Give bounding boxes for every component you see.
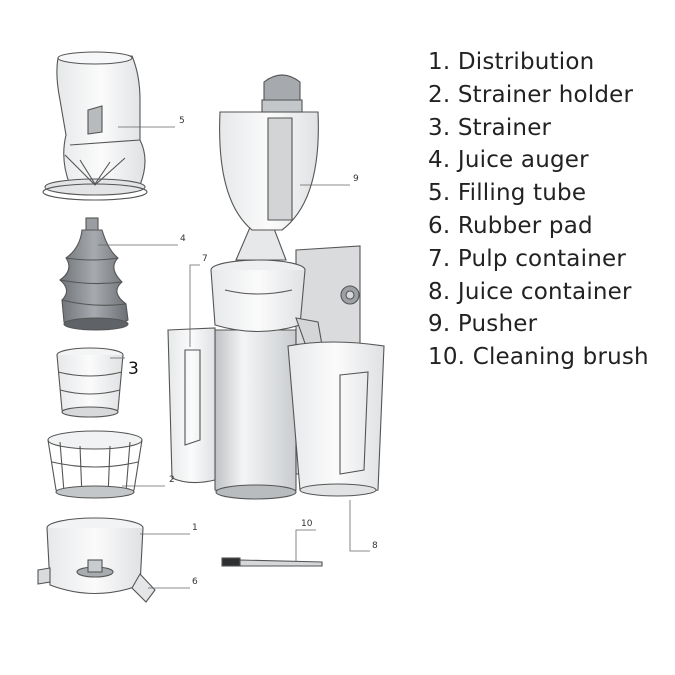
leader-10 [295, 529, 316, 562]
strainer-illustration [56, 347, 124, 418]
legend-item-strainer: 3. Strainer [428, 114, 552, 141]
callout-9: 9 [353, 174, 359, 184]
legend-item-juice-auger: 4. Juice auger [428, 147, 589, 174]
callout-4: 4 [180, 234, 186, 244]
legend-item-cleaning-brush: 10. Cleaning brush [428, 344, 649, 371]
strainer-holder-illustration [47, 430, 143, 499]
leader-7 [189, 264, 200, 347]
callout-7: 7 [202, 254, 208, 264]
callout-leaders [98, 126, 370, 589]
legend-item-rubber-pad: 6. Rubber pad [428, 212, 593, 239]
legend-item-juice-container: 8. Juice container [428, 278, 632, 305]
distribution-bowl-illustration [37, 517, 156, 603]
legend-item-filling-tube: 5. Filling tube [428, 180, 587, 207]
filling-tube-illustration [42, 51, 148, 201]
callout-3: 3 [128, 359, 139, 379]
legend-item-pulp-container: 7. Pulp container [428, 245, 626, 272]
callout-1: 1 [192, 523, 198, 533]
parts-legend: 1. Distribution 2. Strainer holder 3. St… [428, 46, 649, 374]
callout-6: 6 [192, 577, 198, 587]
legend-item-distribution: 1. Distribution [428, 49, 595, 75]
cleaning-brush-illustration [221, 557, 323, 567]
juice-auger-illustration [59, 217, 129, 331]
callout-5: 5 [179, 116, 185, 126]
legend-item-pusher: 9. Pusher [428, 311, 538, 338]
leader-8 [349, 500, 370, 552]
callout-2: 2 [169, 475, 175, 485]
callout-8: 8 [372, 541, 378, 551]
callout-10: 10 [301, 519, 313, 529]
legend-item-strainer-holder: 2. Strainer holder [428, 81, 634, 108]
juicer-main-illustration [167, 74, 385, 500]
